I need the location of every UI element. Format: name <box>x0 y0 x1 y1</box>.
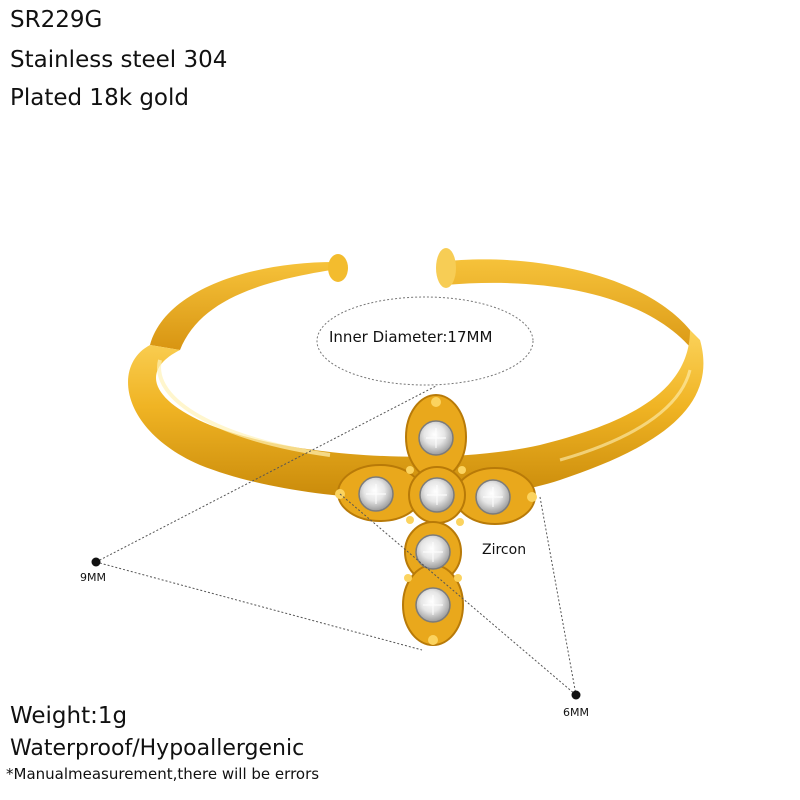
plating-label: Plated 18k gold <box>10 85 189 111</box>
zircon-label: Zircon <box>482 542 527 558</box>
material-label: Stainless steel 304 <box>10 47 228 73</box>
measurement-note: *Manualmeasurement,there will be errors <box>6 765 320 783</box>
weight-label: Weight:1g <box>10 703 128 729</box>
inner-diameter-label: Inner Diameter:17MM <box>329 328 493 346</box>
product-code: SR229G <box>10 7 103 33</box>
width-dimension-label: 6MM <box>563 706 589 719</box>
cross-pendant-icon <box>335 394 537 646</box>
features-label: Waterproof/Hypoallergenic <box>10 736 305 761</box>
length-dimension-label: 9MM <box>80 571 106 584</box>
